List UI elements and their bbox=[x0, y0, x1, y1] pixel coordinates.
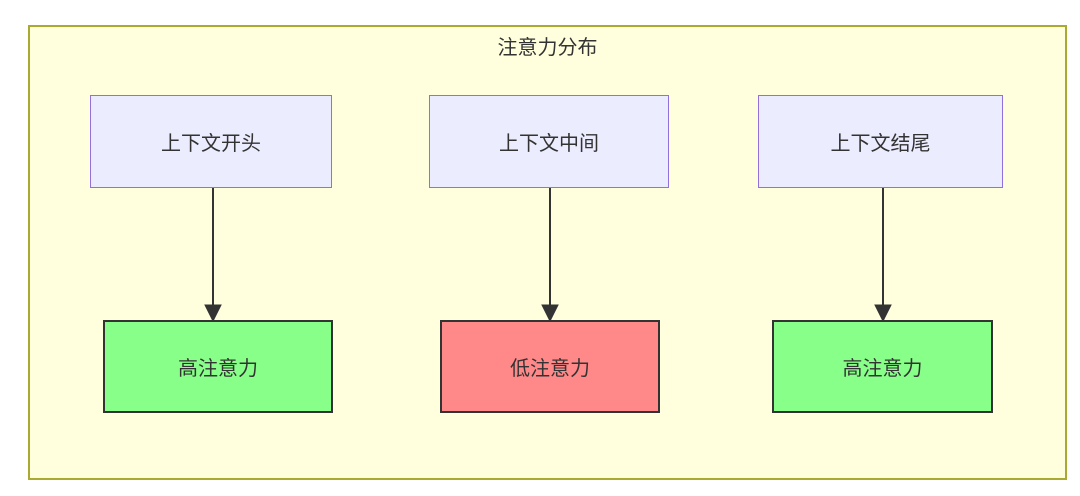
arrow-down-icon bbox=[874, 188, 892, 321]
node-low-attention: 低注意力 bbox=[440, 320, 660, 413]
node-context-start: 上下文开头 bbox=[90, 95, 332, 188]
node-high-attention-1: 高注意力 bbox=[103, 320, 333, 413]
node-context-end: 上下文结尾 bbox=[758, 95, 1003, 188]
node-high-attention-2: 高注意力 bbox=[772, 320, 993, 413]
diagram-title: 注意力分布 bbox=[497, 37, 598, 59]
node-context-start-label: 上下文开头 bbox=[161, 133, 261, 155]
node-context-middle: 上下文中间 bbox=[429, 95, 669, 188]
node-context-end-label: 上下文结尾 bbox=[830, 133, 931, 155]
node-high-attention-2-label: 高注意力 bbox=[842, 358, 923, 380]
arrow-down-icon bbox=[541, 188, 559, 321]
node-context-middle-label: 上下文中间 bbox=[499, 133, 599, 155]
node-low-attention-label: 低注意力 bbox=[510, 358, 590, 380]
attention-distribution-container: 注意力分布 上下文开头 高注意力 上下文中间 低注意力 上下文结尾 bbox=[28, 25, 1067, 480]
arrow-down-icon bbox=[204, 188, 222, 321]
node-high-attention-1-label: 高注意力 bbox=[178, 358, 258, 380]
